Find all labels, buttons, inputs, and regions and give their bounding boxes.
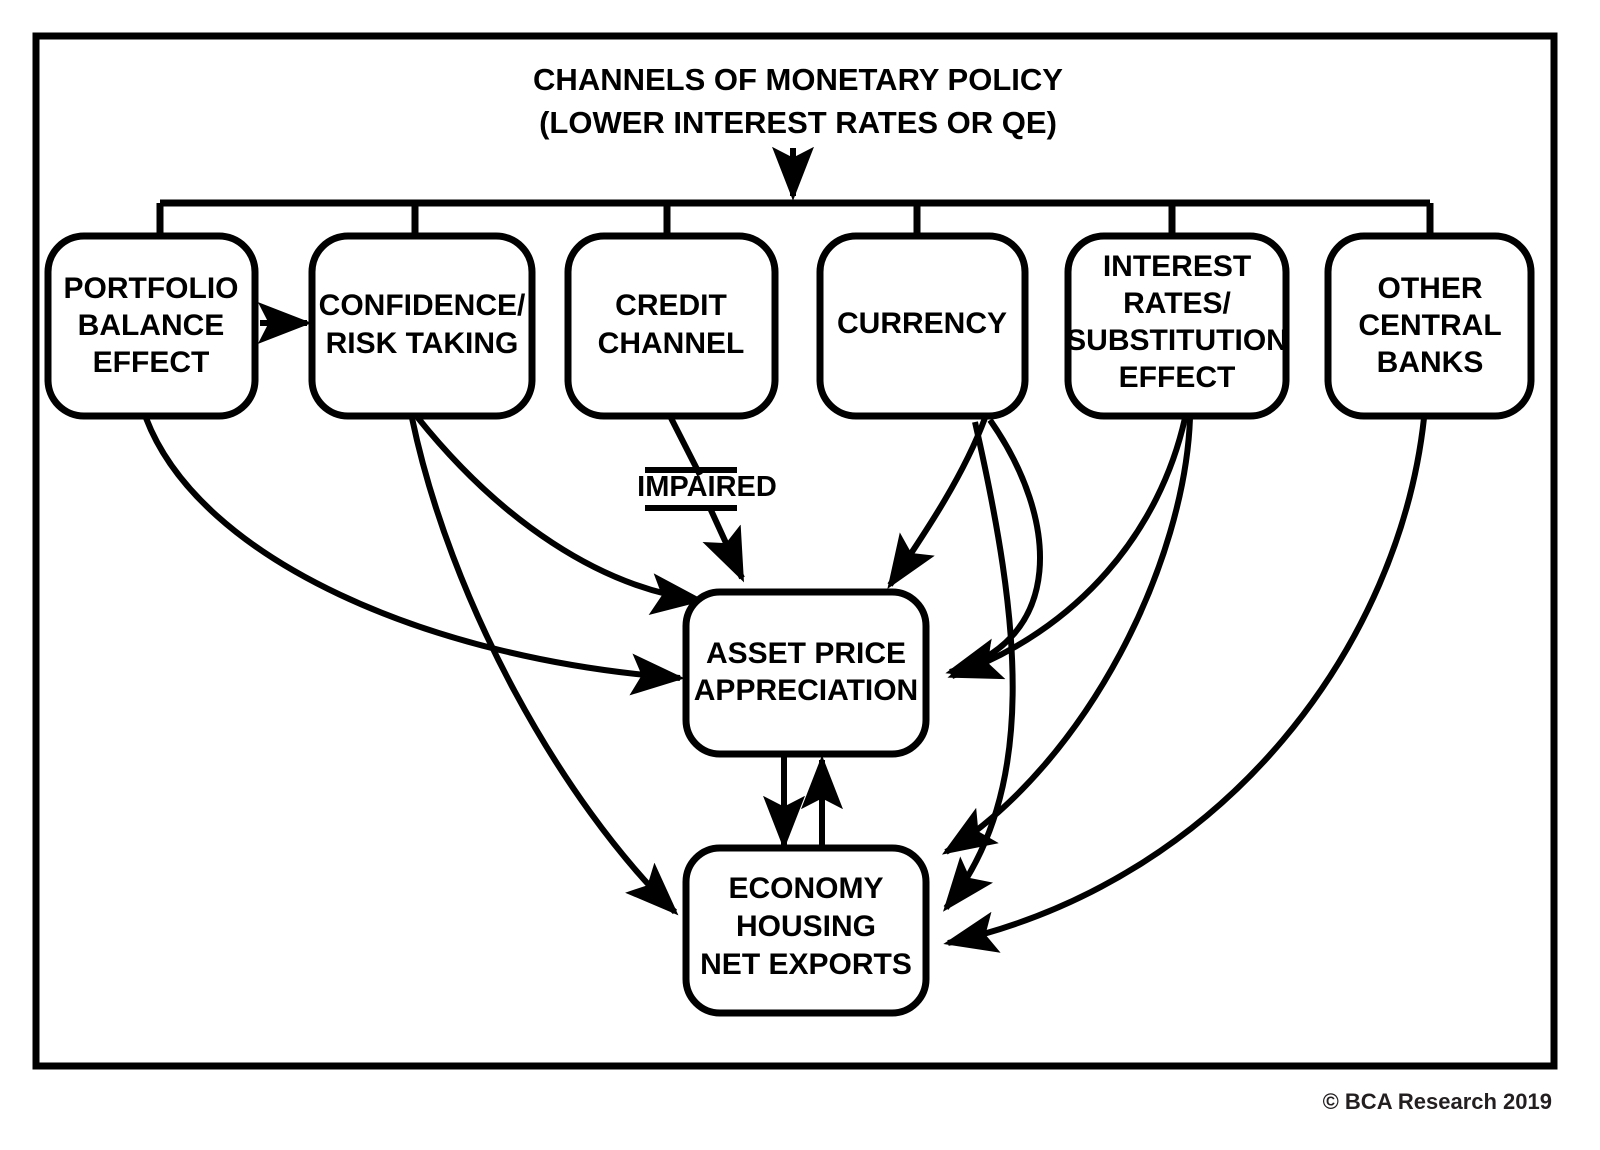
channel-box-currency[interactable]: CURRENCY <box>816 232 1029 420</box>
outcome-box-asset-price-appreciation[interactable]: ASSET PRICE APPRECIATION <box>682 588 930 758</box>
outcome-label-asset-0: ASSET PRICE <box>706 637 906 670</box>
channel-box-confidence-risk-taking-shape <box>308 232 536 420</box>
channel-box-interest-rates-substitution-effect[interactable]: INTEREST RATES/ SUBSTITUTION EFFECT <box>1064 232 1290 420</box>
channel-box-portfolio-balance-effect-shape <box>44 232 259 420</box>
outcome-box-asset-price-shape <box>682 588 930 758</box>
arrow-currency-to-economy <box>943 421 1016 912</box>
channel-box-currency-shape <box>816 232 1029 420</box>
channel-label-interest-0: INTEREST <box>1103 250 1251 283</box>
arrow-confidence-to-economy <box>409 417 679 916</box>
diagram-title-line-2: (LOWER INTEREST RATES OR QE) <box>539 105 1057 140</box>
channel-label-ocb-2: BANKS <box>1377 346 1484 379</box>
channel-label-portfolio-2: EFFECT <box>93 346 210 379</box>
channel-box-credit-channel-shape <box>564 232 779 420</box>
outcome-label-economy-2: NET EXPORTS <box>700 948 912 981</box>
channel-label-interest-1: RATES/ <box>1123 287 1231 320</box>
outcome-box-economy-housing-net-exports[interactable]: ECONOMY HOUSING NET EXPORTS <box>682 844 930 1017</box>
copyright-credit: © BCA Research 2019 <box>1323 1089 1552 1114</box>
diagram-title-line-1: CHANNELS OF MONETARY POLICY <box>533 62 1063 97</box>
channel-box-other-central-banks-shape <box>1324 232 1535 420</box>
channel-label-interest-2: SUBSTITUTION <box>1066 324 1288 357</box>
arrow-interest-rates-to-asset-price <box>947 417 1188 680</box>
arrow-portfolio-to-asset-price <box>143 416 685 696</box>
channel-label-credit-1: CHANNEL <box>598 327 745 360</box>
arrow-interest-rates-to-economy <box>941 417 1193 855</box>
channel-label-currency-0: CURRENCY <box>837 307 1007 340</box>
channel-label-ocb-0: OTHER <box>1378 272 1483 305</box>
channel-label-credit-0: CREDIT <box>615 289 727 322</box>
arrow-confidence-to-asset-price <box>415 416 705 615</box>
channel-label-confidence-1: RISK TAKING <box>326 327 519 360</box>
channel-label-portfolio-0: PORTFOLIO <box>64 272 239 305</box>
channel-box-portfolio-balance-effect[interactable]: PORTFOLIO BALANCE EFFECT <box>44 232 259 420</box>
channel-box-credit-channel[interactable]: CREDIT CHANNEL <box>564 232 779 420</box>
arrow-impaired-to-asset-price <box>702 506 745 583</box>
outcome-label-economy-1: HOUSING <box>736 910 876 943</box>
channel-box-confidence-risk-taking[interactable]: CONFIDENCE/ RISK TAKING <box>308 232 536 420</box>
line-credit-to-impaired <box>668 416 703 477</box>
channel-label-confidence-0: CONFIDENCE/ <box>319 289 526 322</box>
arrow-other-central-banks-to-economy <box>943 417 1427 953</box>
channel-label-ocb-1: CENTRAL <box>1358 309 1501 342</box>
outcome-label-asset-1: APPRECIATION <box>694 674 918 707</box>
channel-box-interest-rates-shape <box>1064 232 1290 420</box>
channel-label-interest-3: EFFECT <box>1119 361 1236 394</box>
outcome-box-economy-shape <box>682 844 930 1017</box>
impaired-label: IMPAIRED <box>637 471 777 503</box>
channel-label-portfolio-1: BALANCE <box>78 309 225 342</box>
outcome-label-economy-0: ECONOMY <box>728 872 883 905</box>
channel-box-other-central-banks[interactable]: OTHER CENTRAL BANKS <box>1324 232 1535 420</box>
